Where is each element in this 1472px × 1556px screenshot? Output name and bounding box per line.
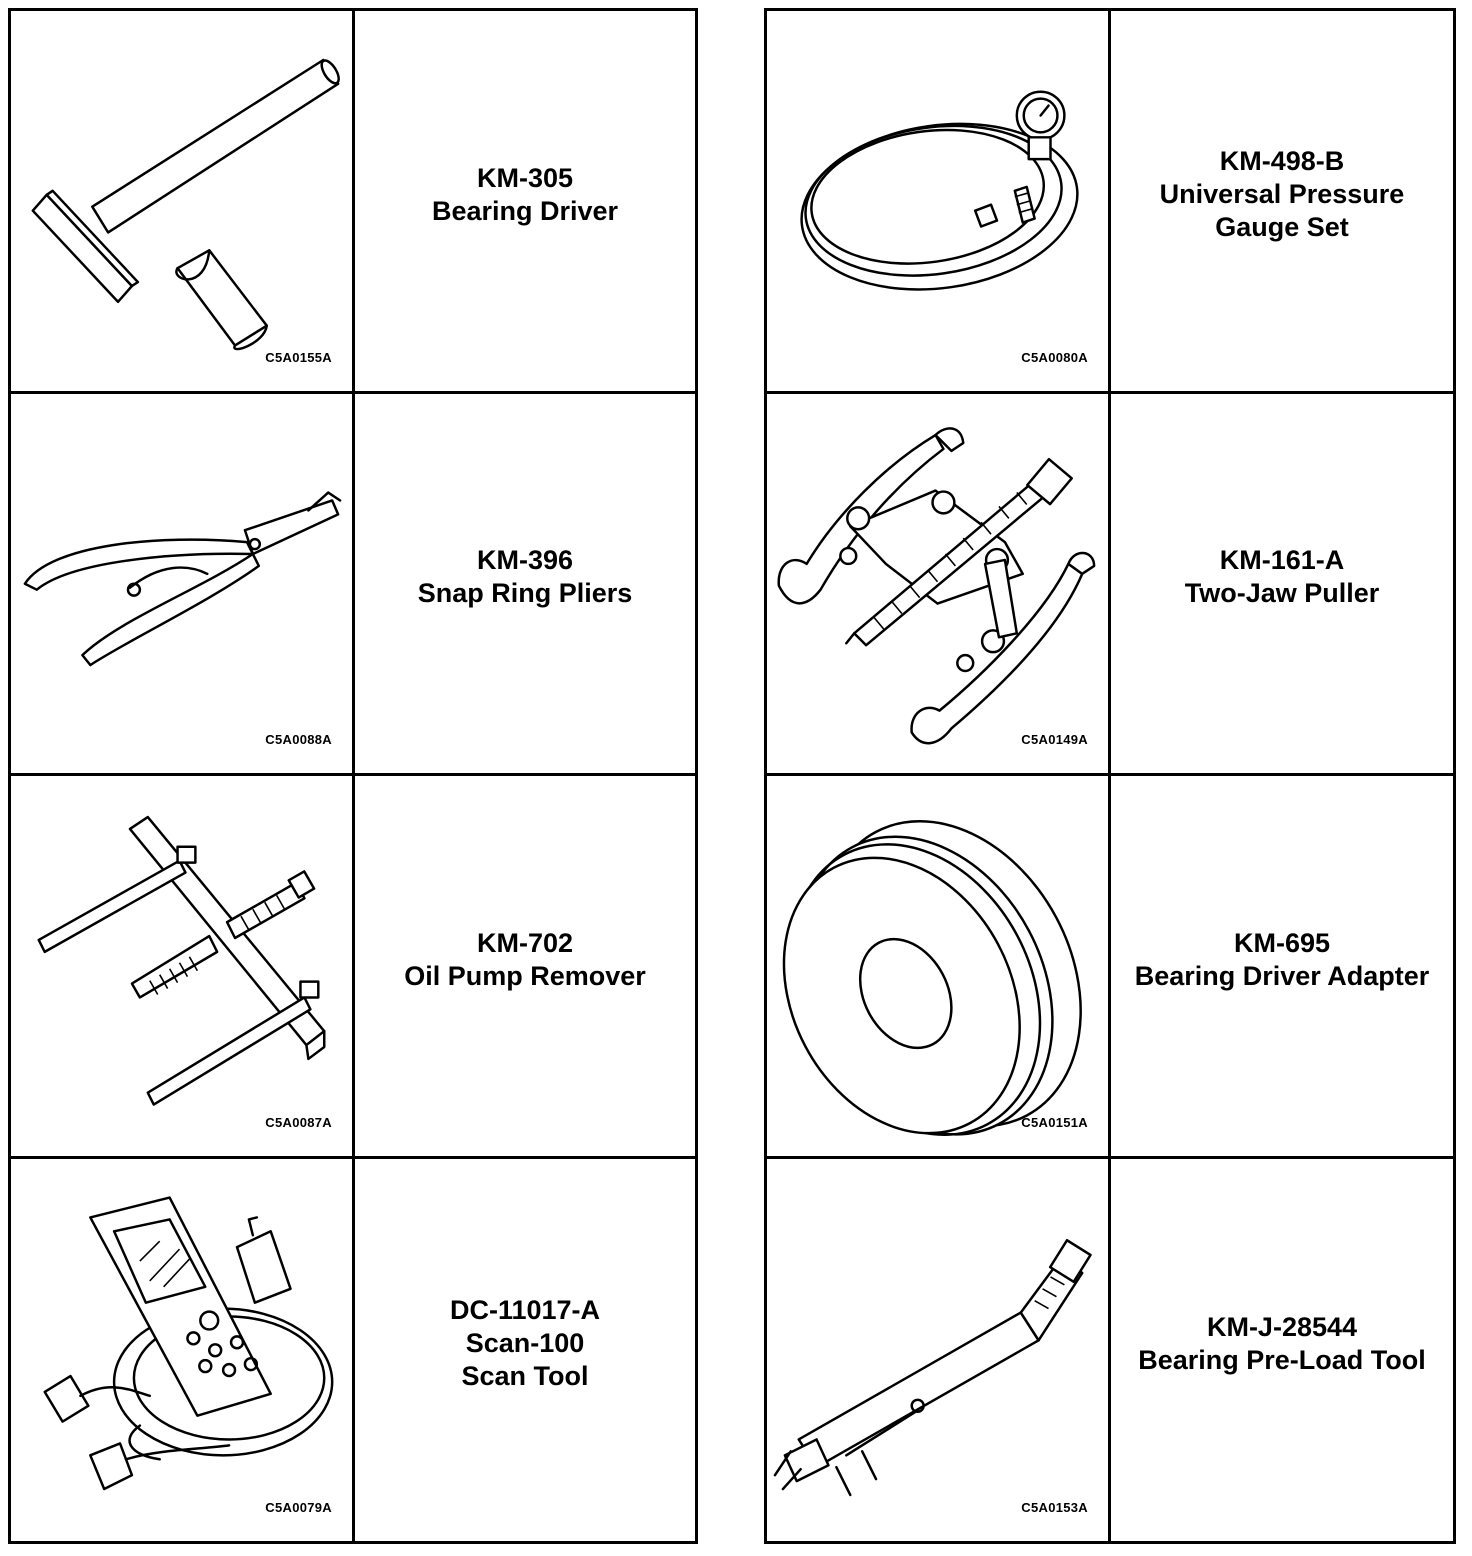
tool-row-km-498-b: C5A0080A KM-498-B Universal Pressure Gau… <box>767 11 1453 394</box>
tool-row-km-161-a: C5A0149A KM-161-A Two-Jaw Puller <box>767 393 1453 776</box>
tool-label: KM-498-B Universal Pressure Gauge Set <box>1111 11 1453 391</box>
tool-code: KM-702 <box>476 927 574 958</box>
tool-illustration: C5A0080A <box>767 11 1111 391</box>
oil-pump-remover-icon <box>37 815 326 1106</box>
tool-label: KM-396 Snap Ring Pliers <box>355 394 695 774</box>
tool-label: DC-11017-A Scan-100 Scan Tool <box>355 1159 695 1542</box>
two-jaw-puller-icon <box>777 426 1096 744</box>
tool-illustration: C5A0153A <box>767 1158 1111 1541</box>
figure-number: C5A0153A <box>1021 1500 1088 1515</box>
figure-number: C5A0088A <box>265 732 332 747</box>
figure-number: C5A0151A <box>1021 1114 1088 1130</box>
tool-description: Two-Jaw Puller <box>1184 578 1380 609</box>
tool-row-dc-11017-a: C5A0079A DC-11017-A Scan-100 Scan Tool <box>11 1158 695 1542</box>
tool-code: DC-11017-A <box>449 1295 601 1326</box>
tool-description: Oil Pump Remover <box>404 960 646 991</box>
tool-code: KM-695 <box>1233 927 1331 958</box>
tool-code: KM-J-28544 <box>1206 1311 1358 1342</box>
scan-tool-icon <box>43 1195 334 1490</box>
tool-description: Gauge Set <box>1215 212 1349 243</box>
tool-illustration: C5A0149A <box>767 393 1111 773</box>
pressure-gauge-set-icon <box>800 90 1079 291</box>
tool-illustration: C5A0087A <box>11 776 355 1156</box>
tool-label: KM-305 Bearing Driver <box>355 11 695 391</box>
bearing-driver-icon <box>31 58 340 351</box>
tool-label: KM-J-28544 Bearing Pre-Load Tool <box>1111 1159 1453 1542</box>
tool-illustration: C5A0155A <box>11 11 355 391</box>
tool-description: Universal Pressure <box>1159 179 1405 210</box>
tool-illustration: C5A0088A <box>11 393 355 773</box>
figure-number: C5A0087A <box>265 1114 332 1130</box>
tool-description: Bearing Pre-Load Tool <box>1138 1344 1426 1375</box>
tool-label: KM-695 Bearing Driver Adapter <box>1111 776 1453 1156</box>
tool-row-km-695: C5A0151A KM-695 Bearing Driver Adapter <box>767 776 1453 1159</box>
figure-number: C5A0155A <box>265 349 332 365</box>
figure-number: C5A0149A <box>1021 732 1088 747</box>
tool-illustration: C5A0151A <box>767 776 1111 1156</box>
tool-description: Scan Tool <box>461 1361 589 1392</box>
tool-illustration: C5A0079A <box>11 1158 355 1541</box>
tool-description: Snap Ring Pliers <box>417 578 633 609</box>
tool-description: Bearing Driver <box>431 195 619 226</box>
tool-row-km-305: C5A0155A KM-305 Bearing Driver <box>11 11 695 394</box>
tool-label: KM-161-A Two-Jaw Puller <box>1111 394 1453 774</box>
tools-table-right: C5A0080A KM-498-B Universal Pressure Gau… <box>764 8 1456 1544</box>
tool-description: Scan-100 <box>465 1328 585 1359</box>
tool-code: KM-396 <box>476 545 574 576</box>
tool-code: KM-305 <box>476 162 574 193</box>
bearing-preload-tool-icon <box>773 1238 1092 1496</box>
tool-code: KM-498-B <box>1219 146 1345 177</box>
tool-row-km-j-28544: C5A0153A KM-J-28544 Bearing Pre-Load Too… <box>767 1158 1453 1542</box>
tool-code: KM-161-A <box>1219 545 1345 576</box>
tool-label: KM-702 Oil Pump Remover <box>355 776 695 1156</box>
tool-row-km-396: C5A0088A KM-396 Snap Ring Pliers <box>11 393 695 776</box>
tool-row-km-702: C5A0087A KM-702 Oil Pump Remover <box>11 776 695 1159</box>
bearing-driver-adapter-icon <box>782 820 1082 1136</box>
figure-number: C5A0080A <box>1021 349 1088 365</box>
tool-description: Bearing Driver Adapter <box>1134 960 1430 991</box>
snap-ring-pliers-icon <box>23 490 342 666</box>
figure-number: C5A0079A <box>265 1500 332 1515</box>
tools-table-left: C5A0155A KM-305 Bearing Driver C5A0088A … <box>8 8 698 1544</box>
